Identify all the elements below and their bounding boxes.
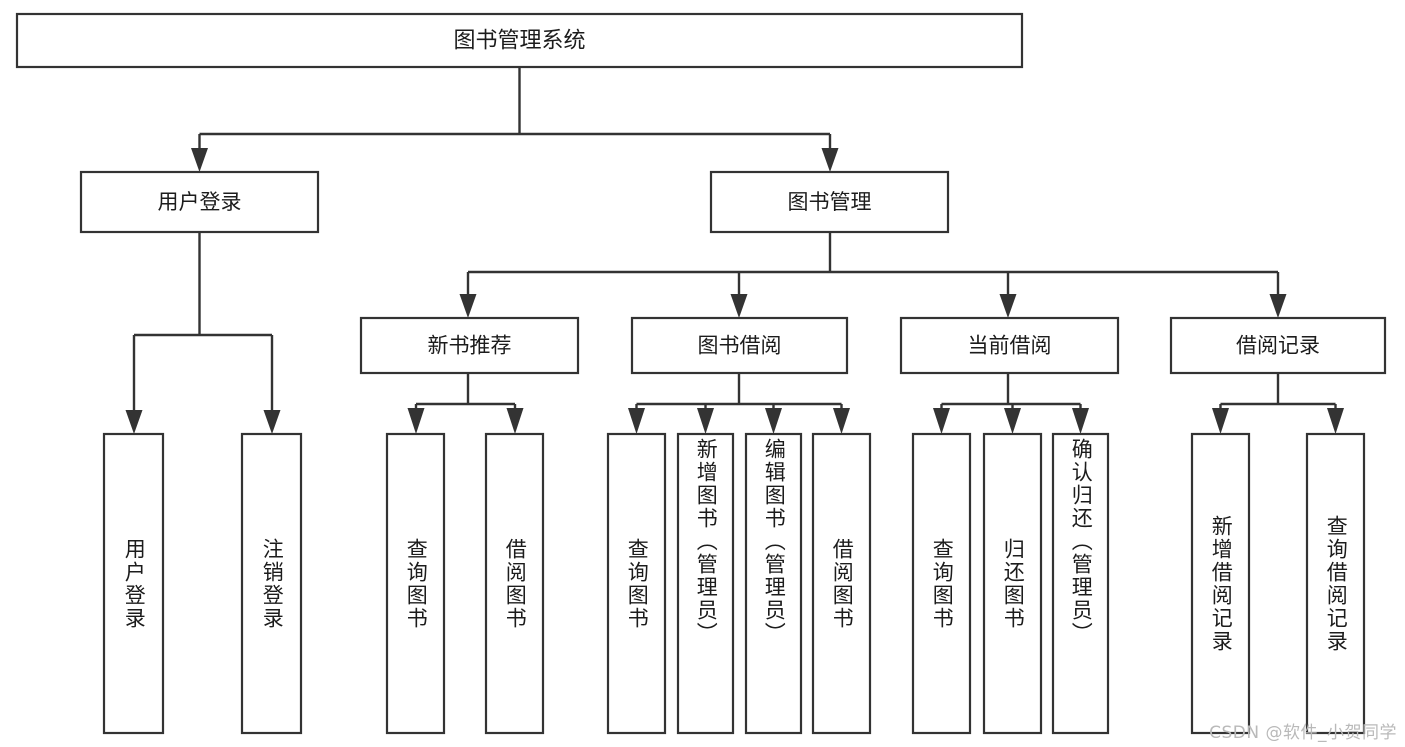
node-box-new-book-recommend[interactable]	[359, 316, 580, 375]
node-box-leaf-bb-borrow-book[interactable]	[811, 432, 872, 735]
arrow-bb-borrow-book	[833, 408, 850, 434]
node-box-user-login[interactable]	[79, 170, 320, 234]
arrow-bb-add-book	[697, 408, 714, 434]
arrow-to-leaf-logout	[263, 410, 281, 434]
nodes-layer: 图书管理系统 用户登录 图书管理 新书推荐 图书借阅 当前借阅 借阅记录	[15, 12, 1387, 735]
node-label-root: 图书管理系统	[453, 29, 585, 54]
arrow-br-add-record	[1212, 408, 1229, 434]
arrow-bb-edit-book	[765, 408, 782, 434]
node-label-new-book-recommend: 新书推荐	[428, 334, 512, 358]
node-box-book-borrow[interactable]	[630, 316, 849, 375]
arrow-cb-confirm-return	[1072, 408, 1089, 434]
arrow-br-query-record	[1327, 408, 1344, 434]
arrow-to-borrow-record	[1269, 294, 1287, 318]
node-label-book-management: 图书管理	[788, 190, 872, 214]
node-label-book-borrow: 图书借阅	[698, 334, 782, 358]
arrow-to-leaf-user-login	[125, 410, 143, 434]
node-label-current-borrow: 当前借阅	[968, 334, 1052, 358]
arrow-cb-query-book	[933, 408, 950, 434]
node-box-leaf-cb-confirm-return[interactable]	[1051, 432, 1110, 735]
node-box-borrow-record[interactable]	[1169, 316, 1387, 375]
node-box-leaf-user-login[interactable]	[102, 432, 165, 735]
node-box-leaf-br-add-record[interactable]	[1190, 432, 1251, 735]
node-box-root[interactable]	[15, 12, 1024, 69]
node-box-leaf-nbr-query-book[interactable]	[385, 432, 446, 735]
arrow-to-current-borrow	[999, 294, 1017, 318]
node-box-leaf-cb-query-book[interactable]	[911, 432, 972, 735]
connectors-layer	[125, 67, 1344, 434]
arrow-bb-query-book	[628, 408, 645, 434]
arrow-cb-return-book	[1004, 408, 1021, 434]
node-box-leaf-br-query-record[interactable]	[1305, 432, 1366, 735]
node-label-user-login: 用户登录	[158, 190, 242, 214]
arrow-nbr-query-book	[407, 408, 425, 434]
node-box-leaf-bb-add-book[interactable]	[676, 432, 735, 735]
node-box-current-borrow[interactable]	[899, 316, 1120, 375]
node-box-leaf-bb-edit-book[interactable]	[744, 432, 803, 735]
node-label-borrow-record: 借阅记录	[1236, 334, 1320, 358]
arrow-nbr-borrow-book	[506, 408, 524, 434]
arrow-to-book-borrow	[730, 294, 748, 318]
node-box-leaf-nbr-borrow-book[interactable]	[484, 432, 545, 735]
arrow-root-to-user-login	[191, 148, 208, 172]
node-box-leaf-cb-return-book[interactable]	[982, 432, 1043, 735]
csdn-watermark: CSDN @软件_小贺同学	[1209, 723, 1397, 743]
node-box-leaf-bb-query-book[interactable]	[606, 432, 667, 735]
node-box-leaf-logout[interactable]	[240, 432, 303, 735]
arrow-to-new-book-rec	[459, 294, 477, 318]
node-box-book-management[interactable]	[709, 170, 950, 234]
arrow-root-to-book-mgmt	[821, 148, 839, 172]
